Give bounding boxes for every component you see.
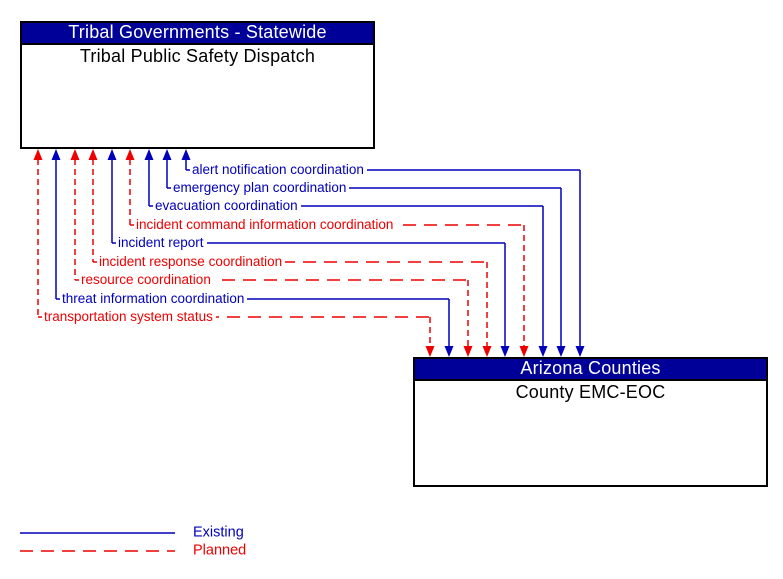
- flow-arrowhead-down: [519, 346, 529, 357]
- entity-header-arizona-counties: Arizona Counties: [415, 359, 766, 381]
- flow-arrowhead-up: [33, 149, 43, 160]
- flow-arrowhead-up: [70, 149, 80, 160]
- flow-arrowhead-up: [181, 149, 191, 160]
- flow-arrowhead-down: [482, 346, 492, 357]
- flow-arrowhead-down: [538, 346, 548, 357]
- flow-label: incident response coordination: [97, 254, 286, 270]
- entity-name-tribal-public-safety-dispatch: Tribal Public Safety Dispatch: [79, 46, 316, 66]
- entity-box-tribal-public-safety-dispatch: Tribal Governments - Statewide Tribal Pu…: [20, 21, 375, 149]
- flow-label: incident report: [116, 235, 207, 251]
- flow-label: emergency plan coordination: [171, 180, 350, 196]
- legend-label-existing: Existing: [193, 524, 244, 541]
- flow-arrowhead-down: [463, 346, 473, 357]
- flow-arrowhead-down: [575, 346, 585, 357]
- flow-arrowhead-up: [88, 149, 98, 160]
- flow-label: resource coordination: [79, 272, 214, 288]
- flow-arrowhead-up: [162, 149, 172, 160]
- flow-arrowhead-down: [444, 346, 454, 357]
- flow-label: transportation system status: [42, 309, 216, 325]
- flow-arrowhead-down: [500, 346, 510, 357]
- flow-label: alert notification coordination: [190, 162, 367, 178]
- flow-arrowhead-up: [107, 149, 117, 160]
- flow-arrowhead-up: [125, 149, 135, 160]
- entity-header-tribal-governments: Tribal Governments - Statewide: [22, 23, 373, 45]
- legend-label-planned: Planned: [193, 542, 247, 559]
- flow-label: evacuation coordination: [153, 198, 301, 214]
- flow-label: incident command information coordinatio…: [134, 217, 397, 233]
- flow-arrowhead-down: [556, 346, 566, 357]
- flow-arrowhead-down: [425, 346, 435, 357]
- flow-arrowhead-up: [144, 149, 154, 160]
- entity-name-county-emc-eoc: County EMC-EOC: [515, 382, 666, 402]
- entity-box-county-emc-eoc: Arizona Counties County EMC-EOC: [413, 357, 768, 487]
- flow-arrowhead-up: [51, 149, 61, 160]
- flow-label: threat information coordination: [60, 291, 248, 307]
